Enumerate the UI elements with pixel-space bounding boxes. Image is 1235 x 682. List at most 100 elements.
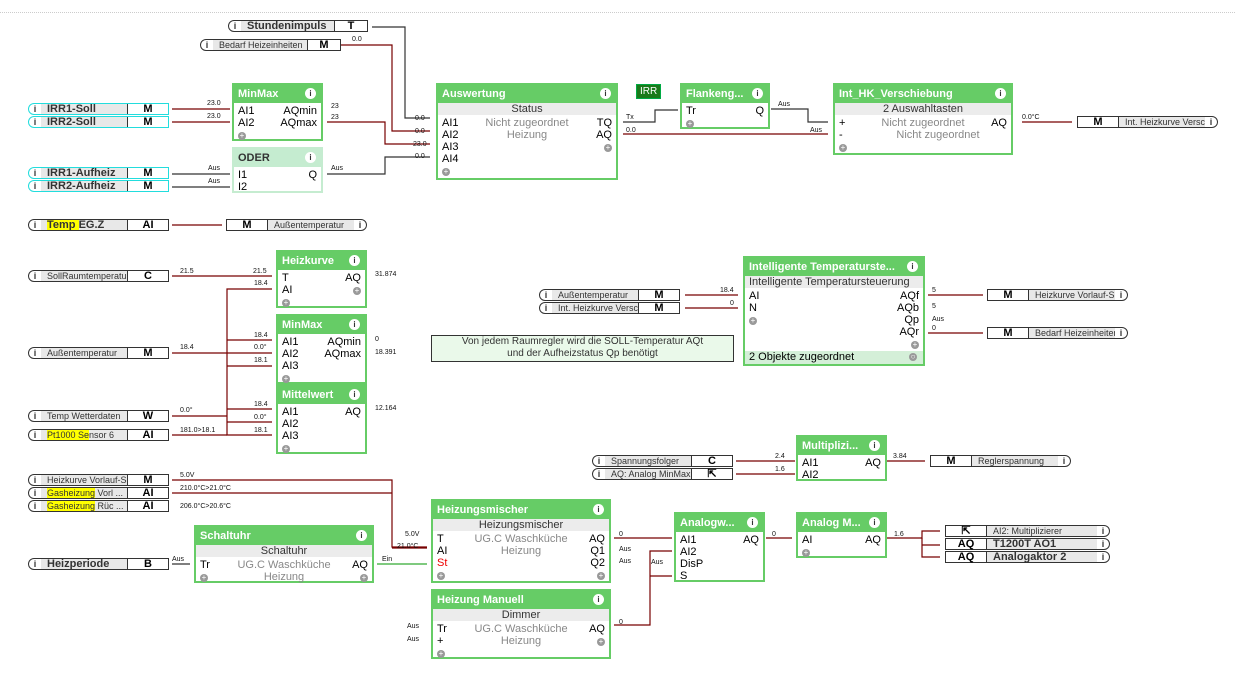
add-input-icon[interactable]: + bbox=[282, 444, 290, 453]
add-output-icon[interactable]: + bbox=[597, 571, 605, 580]
connector-its-heizkurve[interactable]: i Int. Heizkurve Versc... M bbox=[539, 302, 680, 314]
info-icon[interactable]: i bbox=[33, 104, 37, 114]
info-icon[interactable]: i bbox=[907, 261, 918, 272]
connector-analogaktor-2[interactable]: AQ Analogaktor 2 i bbox=[945, 551, 1110, 563]
connector-bedarf-heizeinheiten[interactable]: i Bedarf Heizeinheiten M bbox=[200, 39, 341, 51]
connector-t1200t-ao1[interactable]: AQ T1200T AO1 i bbox=[945, 538, 1110, 550]
info-icon[interactable]: i bbox=[869, 440, 880, 451]
info-icon[interactable]: i bbox=[1119, 328, 1123, 338]
add-input-icon[interactable]: + bbox=[282, 298, 290, 307]
connector-heizperiode[interactable]: i Heizperiode B bbox=[28, 558, 169, 570]
connector-its-aussentemperatur[interactable]: i Außentemperatur M bbox=[539, 289, 680, 301]
info-icon[interactable]: i bbox=[1062, 456, 1066, 466]
add-input-icon[interactable]: + bbox=[802, 548, 810, 557]
info-icon[interactable]: i bbox=[349, 389, 360, 400]
info-icon[interactable]: i bbox=[33, 501, 37, 511]
add-input-icon[interactable]: + bbox=[200, 573, 208, 582]
info-icon[interactable]: i bbox=[597, 456, 601, 466]
info-icon[interactable]: i bbox=[33, 117, 37, 127]
connector-reglerspannung[interactable]: M Reglerspannung i bbox=[930, 455, 1071, 467]
info-icon[interactable]: i bbox=[33, 348, 37, 358]
info-icon[interactable]: i bbox=[752, 88, 763, 99]
info-icon[interactable]: i bbox=[593, 504, 604, 515]
info-icon[interactable]: i bbox=[33, 488, 37, 498]
add-output-icon[interactable]: + bbox=[911, 340, 919, 349]
add-input-icon[interactable]: + bbox=[749, 316, 757, 325]
info-icon[interactable]: i bbox=[33, 411, 37, 421]
info-icon[interactable]: i bbox=[33, 271, 37, 281]
add-input-icon[interactable]: + bbox=[437, 571, 445, 580]
connector-aussentemperatur-out[interactable]: M Außentemperatur i bbox=[226, 219, 367, 231]
info-icon[interactable]: i bbox=[356, 530, 367, 541]
info-icon[interactable]: i bbox=[305, 88, 316, 99]
connector-spannungsfolger[interactable]: i Spannungsfolger C bbox=[592, 455, 733, 467]
connector-pt1000[interactable]: i Pt1000 Sensor 6 AI bbox=[28, 429, 169, 441]
add-input-icon[interactable]: + bbox=[686, 119, 694, 128]
add-input-icon[interactable]: + bbox=[442, 167, 450, 176]
info-icon[interactable]: i bbox=[349, 255, 360, 266]
connector-bedarf-out[interactable]: M Bedarf Heizeinheiten i bbox=[987, 327, 1128, 339]
connector-temp-wetterdaten[interactable]: i Temp Wetterdaten W bbox=[28, 410, 169, 422]
info-icon[interactable]: i bbox=[1119, 290, 1123, 300]
connector-heizkurve-vorlauf-in[interactable]: i Heizkurve Vorlauf-S ... M bbox=[28, 474, 169, 486]
info-icon[interactable]: i bbox=[544, 303, 548, 313]
info-icon[interactable]: i bbox=[358, 220, 362, 230]
block-intelligente-temperatursteuerung[interactable]: Intelligente Temperaturste...i Intellige… bbox=[743, 256, 925, 366]
add-output-icon[interactable]: + bbox=[604, 143, 612, 152]
info-icon[interactable]: i bbox=[1101, 526, 1105, 536]
connector-sollraumtemperatur[interactable]: i SollRaumtemperatur C bbox=[28, 270, 169, 282]
connector-ai2-multiplizierer[interactable]: ⇱ AI2: Multiplizierer i bbox=[945, 525, 1110, 537]
settings-icon[interactable]: ○ bbox=[909, 352, 917, 361]
add-output-icon[interactable]: + bbox=[597, 637, 605, 646]
info-icon[interactable]: i bbox=[205, 40, 209, 50]
info-icon[interactable]: i bbox=[33, 559, 37, 569]
add-output-icon[interactable]: + bbox=[353, 286, 361, 295]
connector-aq-analog-minmax[interactable]: i AQ: Analog MinMax... ⇱ bbox=[592, 468, 733, 480]
info-icon[interactable]: i bbox=[1101, 552, 1105, 562]
connector-irr2-aufheiz[interactable]: i IRR2-Aufheiz M bbox=[28, 180, 169, 192]
connector-irr2-soll[interactable]: i IRR2-Soll M bbox=[28, 116, 169, 128]
connector-hk-verschiebung-out[interactable]: M Int. Heizkurve Versc... i bbox=[1077, 116, 1218, 128]
info-icon[interactable]: i bbox=[1101, 539, 1105, 549]
add-output-icon[interactable]: + bbox=[360, 573, 368, 582]
info-icon[interactable]: i bbox=[593, 594, 604, 605]
connector-aussentemperatur-in[interactable]: i Außentemperatur M bbox=[28, 347, 169, 359]
connector-irr1-soll[interactable]: i IRR1-Soll M bbox=[28, 103, 169, 115]
info-icon[interactable]: i bbox=[33, 475, 37, 485]
connector-heizkurve-vorlauf-out[interactable]: M Heizkurve Vorlauf-S ... i bbox=[987, 289, 1128, 301]
add-input-icon[interactable]: + bbox=[839, 143, 847, 152]
add-input-icon[interactable]: + bbox=[238, 131, 246, 140]
info-icon[interactable]: i bbox=[1209, 117, 1213, 127]
add-input-icon[interactable]: + bbox=[282, 374, 290, 383]
info-icon[interactable]: i bbox=[233, 21, 237, 31]
info-icon[interactable]: i bbox=[33, 220, 37, 230]
connector-stundenimpuls[interactable]: i Stundenimpuls T bbox=[228, 20, 368, 32]
connector-gasheizung-vorl[interactable]: i Gasheizung Vorl ... AI bbox=[28, 487, 169, 499]
info-icon[interactable]: i bbox=[33, 181, 37, 191]
info-icon[interactable]: i bbox=[600, 88, 611, 99]
comment-note[interactable]: Von jedem Raumregler wird die SOLL-Tempe… bbox=[431, 335, 734, 362]
info-icon[interactable]: i bbox=[995, 88, 1006, 99]
info-icon[interactable]: i bbox=[747, 517, 758, 528]
connector-temp-egz[interactable]: i Temp EG.Z AI bbox=[28, 219, 169, 231]
info-icon[interactable]: i bbox=[33, 168, 37, 178]
add-input-icon[interactable]: + bbox=[437, 649, 445, 658]
info-icon[interactable]: i bbox=[597, 469, 601, 479]
info-icon[interactable]: i bbox=[349, 319, 360, 330]
connector-gasheizung-rueck[interactable]: i Gasheizung Rüc ... AI bbox=[28, 500, 169, 512]
